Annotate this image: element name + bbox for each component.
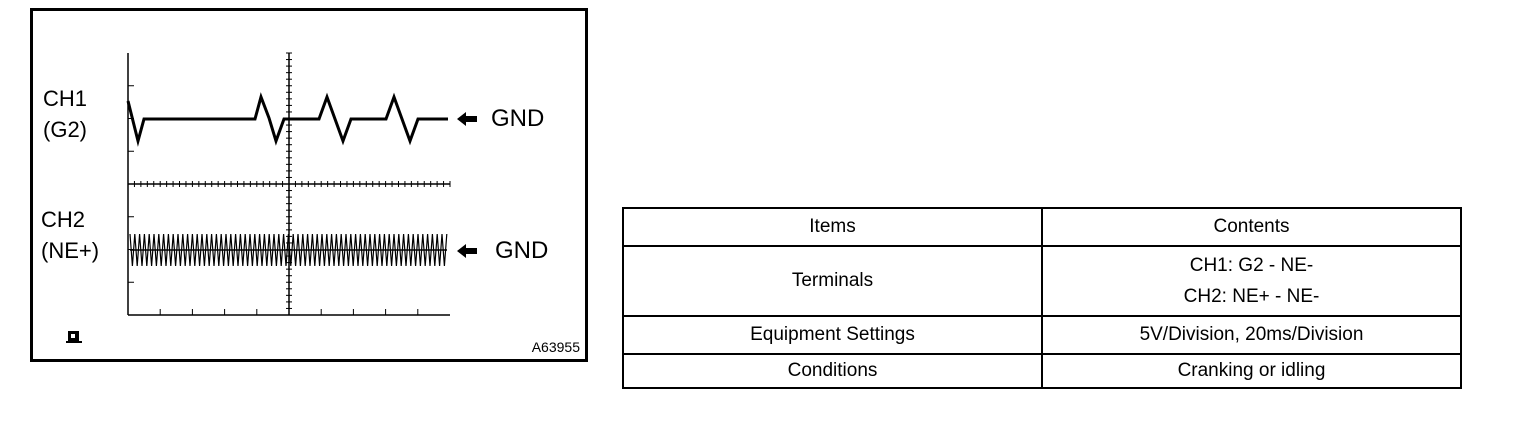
row-item-terminals: Terminals (622, 245, 1043, 317)
ch2-label-group: CH2 (NE+) (41, 204, 99, 266)
ch2-waveform (129, 233, 448, 267)
mark-icon (66, 331, 82, 343)
row-content-equipment: 5V/Division, 20ms/Division (1041, 315, 1462, 355)
ch1-gnd-label: GND (491, 105, 545, 132)
arrow-left-icon (457, 112, 477, 126)
ch2-name: CH2 (41, 207, 86, 232)
table-row: Terminals CH1: G2 - NE- CH2: NE+ - NE- (622, 245, 1462, 317)
ch1-label-group: CH1 (G2) (43, 83, 87, 145)
header-items: Items (622, 207, 1043, 247)
ch2-gnd-label: GND (495, 237, 549, 264)
ch2-signal: (NE+) (41, 238, 100, 263)
spec-table: Items Contents Terminals CH1: G2 - NE- C… (622, 207, 1462, 389)
header-contents: Contents (1041, 207, 1462, 247)
oscilloscope-screen (126, 52, 451, 316)
row-content-terminals: CH1: G2 - NE- CH2: NE+ - NE- (1041, 245, 1462, 317)
ch1-signal: (G2) (43, 117, 87, 142)
terminal-ch2: CH2: NE+ - NE- (1183, 286, 1320, 307)
table-row: Equipment Settings 5V/Division, 20ms/Div… (622, 315, 1462, 355)
table-header-row: Items Contents (622, 207, 1462, 247)
row-content-conditions: Cranking or idling (1041, 353, 1462, 389)
ch1-waveform (126, 92, 448, 147)
ch1-name: CH1 (43, 86, 88, 111)
row-item-conditions: Conditions (622, 353, 1043, 389)
terminal-ch1: CH1: G2 - NE- (1189, 255, 1314, 276)
row-item-equipment: Equipment Settings (622, 315, 1043, 355)
arrow-left-icon (457, 244, 477, 258)
figure-id: A63955 (531, 339, 580, 355)
oscilloscope-figure: CH1 (G2) CH2 (NE+) GND GND A63955 (30, 8, 588, 362)
table-row: Conditions Cranking or idling (622, 353, 1462, 389)
